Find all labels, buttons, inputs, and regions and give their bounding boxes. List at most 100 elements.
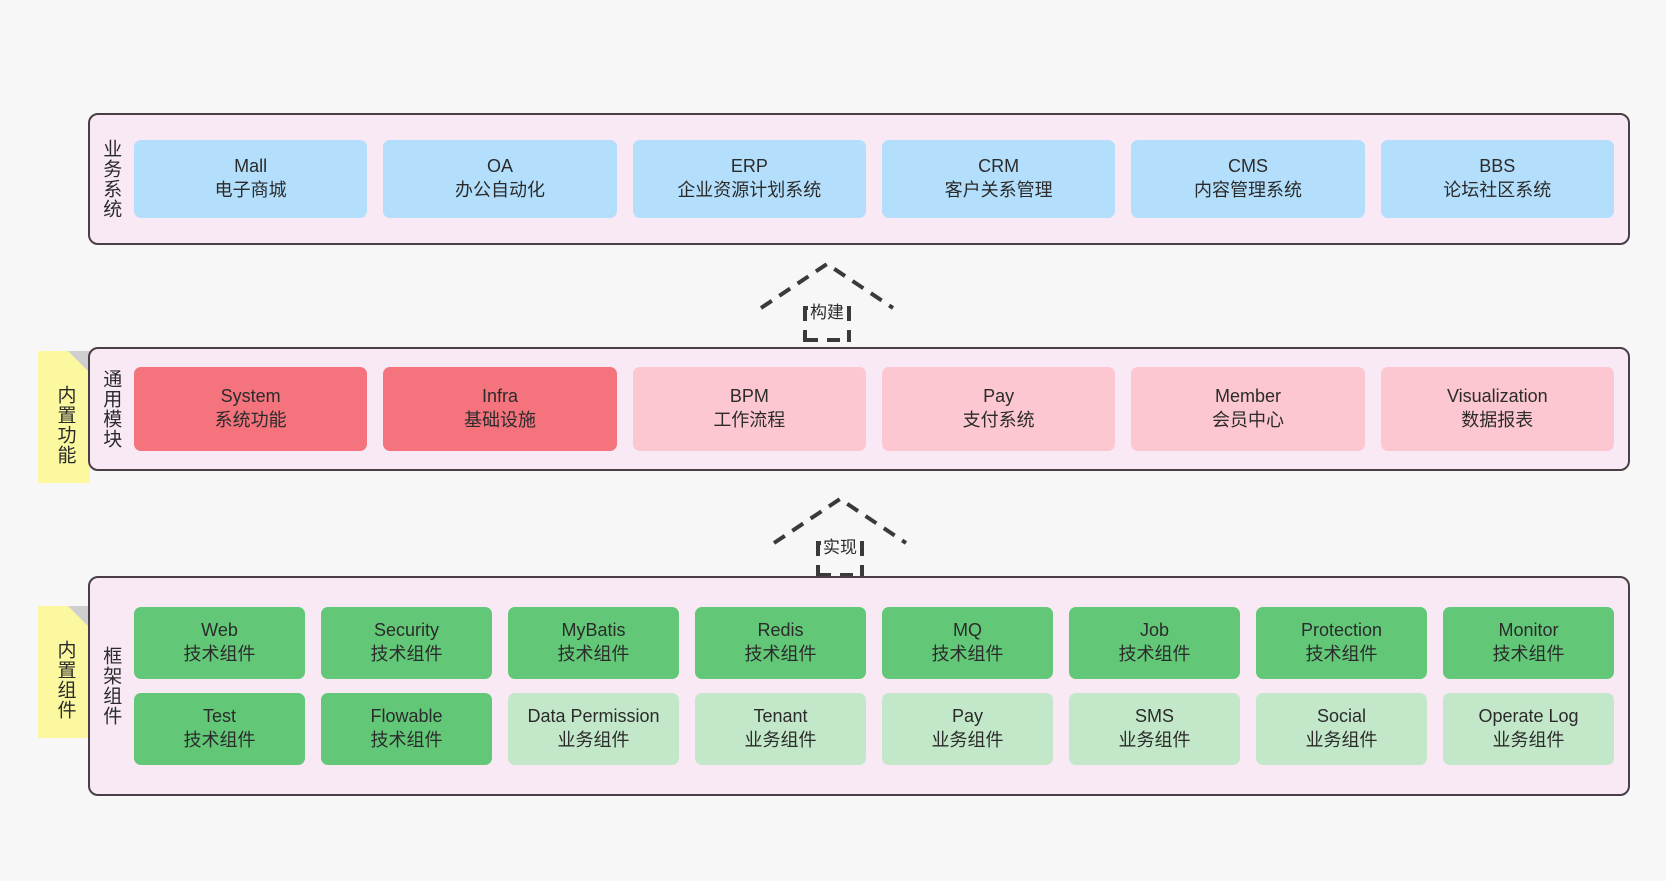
connector-build: 构建 [757,258,897,342]
node-monitor-desc: 技术组件 [1492,644,1565,664]
node-data-permission[interactable]: Data Permission 业务组件 [508,693,679,765]
node-erp-desc: 企业资源计划系统 [677,180,822,200]
node-cms-desc: 内容管理系统 [1193,180,1302,200]
node-job[interactable]: Job 技术组件 [1069,607,1240,679]
node-mall-name: Mall [234,156,268,177]
node-data-permission-name: Data Permission [527,706,660,727]
node-security[interactable]: Security 技术组件 [321,607,492,679]
node-operate-log[interactable]: Operate Log 业务组件 [1443,693,1614,765]
node-test[interactable]: Test 技术组件 [134,693,305,765]
node-cms[interactable]: CMS 内容管理系统 [1131,140,1365,218]
node-sms-name: SMS [1134,706,1174,727]
node-web-desc: 技术组件 [183,644,256,664]
node-system-desc: 系统功能 [214,410,287,430]
node-infra-name: Infra [481,386,518,407]
node-mq-name: MQ [953,620,982,641]
note-builtin-features-label: 内置功能 [54,385,76,465]
node-infra-desc: 基础设施 [463,410,536,430]
framework-row-tech: Web 技术组件 Security 技术组件 MyBatis 技术组件 Redi… [134,607,1614,679]
node-web-name: Web [201,620,238,641]
node-test-name: Test [202,706,236,727]
node-bpm-name: BPM [729,386,769,407]
node-system[interactable]: System 系统功能 [134,367,368,451]
framework-component-node-list: Web 技术组件 Security 技术组件 MyBatis 技术组件 Redi… [130,578,1628,794]
node-web[interactable]: Web 技术组件 [134,607,305,679]
layer-title-business-system: 业务系统 [100,139,122,219]
node-social-desc: 业务组件 [1305,730,1378,750]
node-bbs-desc: 论坛社区系统 [1443,180,1552,200]
node-bpm[interactable]: BPM 工作流程 [632,367,866,451]
node-protection[interactable]: Protection 技术组件 [1256,607,1427,679]
node-visualization-name: Visualization [1446,386,1548,407]
node-bbs[interactable]: BBS 论坛社区系统 [1380,140,1614,218]
node-redis-name: Redis [757,620,804,641]
node-oa-desc: 办公自动化 [454,180,545,200]
node-pay-module-name: Pay [983,386,1015,407]
node-oa-name: OA [486,156,513,177]
node-tenant-desc: 业务组件 [744,730,817,750]
connector-build-label: 构建 [808,298,846,323]
node-redis-desc: 技术组件 [744,644,817,664]
node-pay-module[interactable]: Pay 支付系统 [881,367,1116,451]
node-visualization-desc: 数据报表 [1461,410,1534,430]
node-sms-desc: 业务组件 [1118,730,1191,750]
node-mall[interactable]: Mall 电子商城 [134,140,368,218]
layer-framework-component: 框架组件 Web 技术组件 Security 技术组件 MyBatis 技术组件… [88,576,1630,796]
node-data-permission-desc: 业务组件 [557,730,630,750]
node-infra[interactable]: Infra 基础设施 [383,367,617,451]
business-system-node-list: Mall 电子商城 OA 办公自动化 ERP 企业资源计划系统 CRM 客户关系… [130,115,1628,243]
note-builtin-components-label: 内置组件 [54,640,76,720]
node-job-desc: 技术组件 [1118,644,1191,664]
node-protection-name: Protection [1300,620,1383,641]
node-mq-desc: 技术组件 [931,644,1004,664]
node-flowable[interactable]: Flowable 技术组件 [321,693,492,765]
layer-common-module: 通用模块 System 系统功能 Infra 基础设施 BPM 工作流程 Pay… [88,347,1630,471]
node-social-name: Social [1316,706,1367,727]
layer-title-framework-component: 框架组件 [100,646,122,726]
node-oa[interactable]: OA 办公自动化 [383,140,617,218]
note-builtin-components: 内置组件 [38,606,90,738]
node-cms-name: CMS [1227,156,1268,177]
node-erp[interactable]: ERP 企业资源计划系统 [632,140,866,218]
node-flowable-desc: 技术组件 [370,730,443,750]
node-mybatis-name: MyBatis [561,620,626,641]
node-erp-name: ERP [730,156,768,177]
node-member[interactable]: Member 会员中心 [1131,367,1365,451]
node-visualization[interactable]: Visualization 数据报表 [1380,367,1614,451]
node-member-name: Member [1214,386,1281,407]
node-member-desc: 会员中心 [1211,410,1284,430]
node-mybatis[interactable]: MyBatis 技术组件 [508,607,679,679]
node-operate-log-desc: 业务组件 [1492,730,1565,750]
node-pay-module-desc: 支付系统 [962,410,1035,430]
node-pay-component-desc: 业务组件 [931,730,1004,750]
node-sms[interactable]: SMS 业务组件 [1069,693,1240,765]
node-monitor[interactable]: Monitor 技术组件 [1443,607,1614,679]
node-security-desc: 技术组件 [370,644,443,664]
node-operate-log-name: Operate Log [1478,706,1579,727]
connector-realize: 实现 [770,493,910,577]
node-social[interactable]: Social 业务组件 [1256,693,1427,765]
node-protection-desc: 技术组件 [1305,644,1378,664]
node-flowable-name: Flowable [370,706,443,727]
note-builtin-features: 内置功能 [38,351,90,483]
node-job-name: Job [1139,620,1170,641]
node-tenant-name: Tenant [753,706,808,727]
node-mq[interactable]: MQ 技术组件 [882,607,1053,679]
node-crm[interactable]: CRM 客户关系管理 [881,140,1116,218]
framework-row-biz: Test 技术组件 Flowable 技术组件 Data Permission … [134,693,1614,765]
node-pay-component-name: Pay [951,706,984,727]
node-system-name: System [220,386,281,407]
node-bpm-desc: 工作流程 [713,410,786,430]
node-monitor-name: Monitor [1498,620,1559,641]
node-tenant[interactable]: Tenant 业务组件 [695,693,866,765]
node-mybatis-desc: 技术组件 [557,644,630,664]
node-bbs-name: BBS [1479,156,1516,177]
node-crm-name: CRM [978,156,1020,177]
node-crm-desc: 客户关系管理 [944,180,1053,200]
node-mall-desc: 电子商城 [214,180,287,200]
node-redis[interactable]: Redis 技术组件 [695,607,866,679]
layer-business-system: 业务系统 Mall 电子商城 OA 办公自动化 ERP 企业资源计划系统 CRM… [88,113,1630,245]
connector-realize-label: 实现 [821,533,859,558]
node-pay-component[interactable]: Pay 业务组件 [882,693,1053,765]
